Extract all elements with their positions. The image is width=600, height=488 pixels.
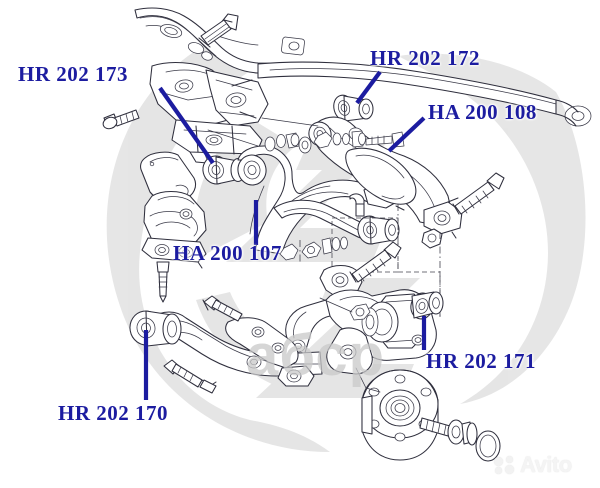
abcp-watermark: абср: [246, 323, 386, 388]
bolt-below-bracket: [156, 261, 170, 303]
bolt-trailing-arm-bottom: [163, 359, 217, 394]
wheel-knuckle-carrier: [285, 264, 437, 375]
leader-ha-200-108: [387, 116, 426, 153]
part-label-hr-202-170: HR 202 170: [58, 401, 168, 425]
leader-hr-202-172: [355, 70, 382, 105]
trailing-arm: [129, 310, 323, 387]
nut-lower-arm: [421, 228, 443, 249]
part-label-hr-202-171: HR 202 171: [426, 349, 536, 373]
arm-hardware-washers: [264, 132, 312, 154]
hardware-cluster-mid: [313, 130, 405, 149]
leader-hr-202-173: [158, 86, 215, 165]
mount-bracket-left: [141, 190, 207, 269]
bushing-hr-202-172: [333, 94, 374, 131]
bolt-left-upper: [102, 109, 140, 130]
avito-watermark-logo: Avito: [494, 452, 572, 478]
hardware-below-tierod: [279, 236, 348, 261]
knuckle-leader-line: [319, 297, 353, 313]
bolt-top-right: [198, 13, 239, 48]
part-label-ha-200-108: HA 200 108: [428, 100, 537, 124]
bolt-trailing-arm-top: [202, 295, 243, 322]
bolt-knuckle-upper: [349, 241, 402, 283]
subframe-leader-line: [261, 117, 319, 127]
part-label-hr-202-172: HR 202 172: [370, 46, 480, 70]
hub-leader-line: [355, 367, 381, 393]
bolt-lower-arm-right: [452, 172, 505, 215]
subframe-crossmember: [134, 7, 592, 166]
assembly-reference-box: [331, 217, 441, 318]
wheel-hub-bearing: [361, 369, 439, 461]
bushing-hr-202-171: [410, 291, 444, 320]
avito-dots-icon: [494, 455, 516, 475]
dust-cap: [475, 430, 501, 462]
bracket-leader-line: [207, 129, 259, 147]
label-leader-lines: [143, 70, 427, 400]
avito-wordmark: Avito: [520, 452, 572, 477]
axle-bolt: [419, 417, 478, 446]
tie-rod-link: [273, 193, 400, 245]
part-label-hr-202-173: HR 202 173: [18, 62, 128, 86]
part-label-ha-200-107: HA 200 107: [173, 241, 282, 265]
